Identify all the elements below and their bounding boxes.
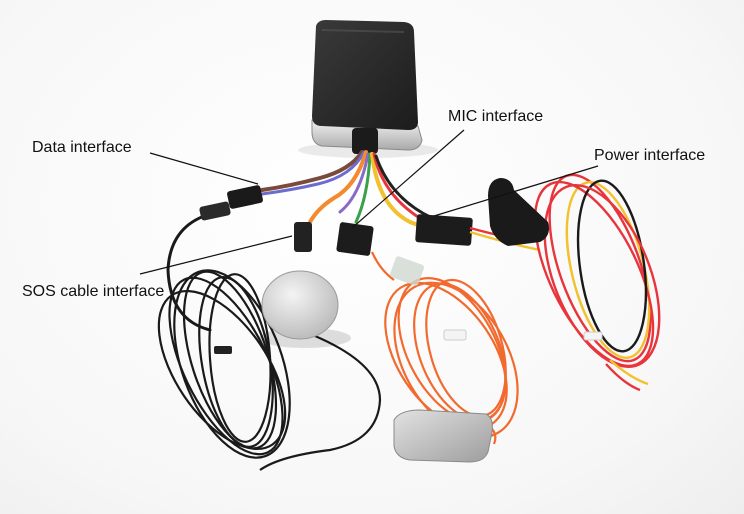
data-cable [166, 212, 212, 332]
connectors [199, 185, 473, 256]
power-interface-label: Power interface [594, 147, 706, 164]
mounting-plate [393, 409, 493, 463]
cable-tie-black [214, 346, 232, 354]
sos-interface-leader [139, 235, 293, 275]
gps-antenna-cable [157, 269, 382, 471]
gps-antenna [259, 270, 351, 348]
power-interface-leader [433, 165, 599, 217]
mic-interface-leader [351, 129, 465, 229]
mic-connector-boot [389, 256, 425, 286]
wire-harness [260, 150, 434, 230]
tracker-device [298, 20, 438, 158]
callout-lines [139, 129, 599, 275]
data-interface-label: Data interface [32, 139, 132, 156]
sos-cable-interface-label: SOS cable interface [22, 283, 165, 300]
mic-interface-label: MIC interface [448, 108, 544, 125]
data-interface-leader [149, 152, 259, 185]
cable-tie-white [443, 329, 467, 341]
